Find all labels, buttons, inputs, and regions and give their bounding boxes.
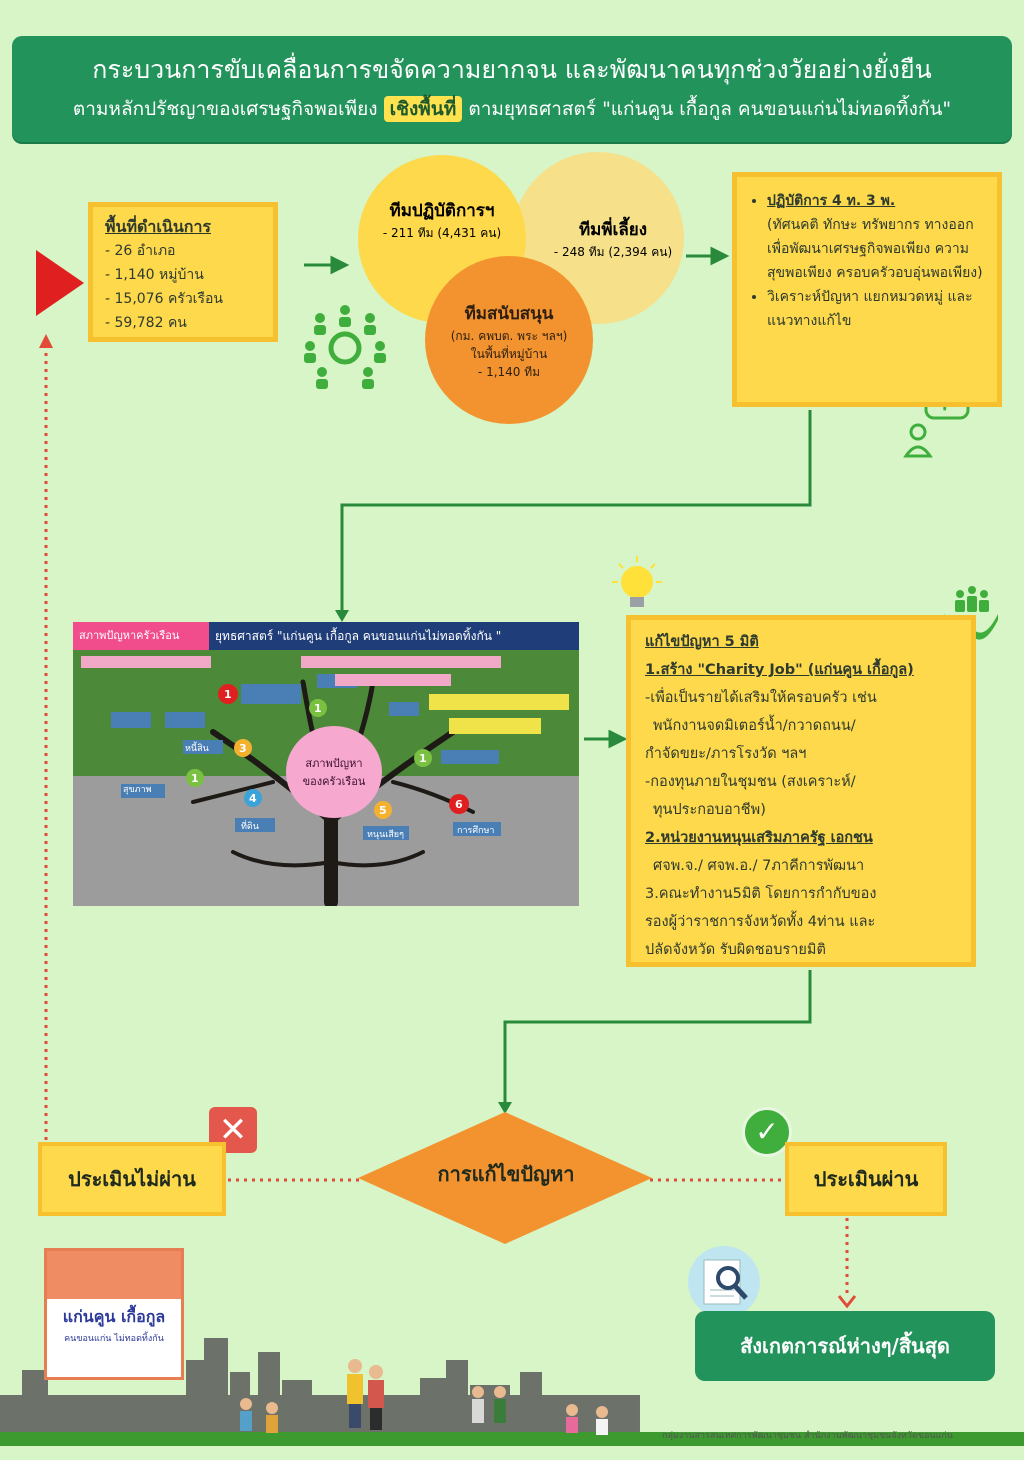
lightbulb-icon (612, 556, 662, 607)
tree-branch-label: สุขภาพ (123, 785, 152, 795)
tree-center-circle: สภาพปัญหา ของครัวเรือน (286, 726, 382, 818)
area-item: - 15,076 ครัวเรือน (105, 291, 223, 307)
solve-five-dimensions-box: แก้ไขปัญหา 5 มิติ 1.สร้าง "Charity Job" … (626, 615, 976, 967)
connector-solve-to-problem (503, 970, 812, 1104)
search-document-icon (688, 1246, 760, 1318)
svg-text:3: 3 (239, 742, 247, 755)
observe-end-box: สังเกตการณ์ห่างๆ/สิ้นสุด (695, 1311, 995, 1381)
operations-team-detail: - 211 ทีม (4,431 คน) (382, 225, 502, 240)
evaluation-fail-box: ประเมินไม่ผ่าน (38, 1142, 226, 1216)
mentor-team-title: ทีมพี่เลี้ยง (578, 219, 648, 240)
svg-text:5: 5 (379, 804, 387, 817)
svg-text:1: 1 (224, 688, 232, 701)
subtitle-pre: ตามหลักปรัชญาของเศรษฐกิจพอเพียง (72, 98, 378, 120)
practice-item-1: ปฏิบัติการ 4 ท. 3 พ. (ทัศนคติ ทักษะ ทรัพ… (767, 189, 985, 285)
support-team-circle: ทีมสนับสนุน (กม. คพบต. พระ ฯลฯ) ในพื้นที… (425, 256, 593, 424)
area-item: - 26 อำเภอ (105, 243, 176, 259)
solve-line: 1.สร้าง "Charity Job" (แก่นคูน เกื้อกูล) (645, 662, 914, 678)
household-problem-tree-image: สภาพปัญหาครัวเรือน ยุทธศาสตร์ "แก่นคูน เ… (73, 622, 579, 906)
mentor-team-circle: ทีมพี่เลี้ยง - 248 ทีม (2,394 คน) (512, 152, 684, 324)
support-team-line: (กม. คพบต. พระ ฯลฯ) (450, 328, 568, 343)
logo-roof (47, 1251, 181, 1299)
operations-team-title: ทีมปฏิบัติการฯ (389, 200, 495, 221)
svg-text:4: 4 (249, 792, 257, 805)
tree-branch-label: การศึกษา (457, 826, 495, 836)
svg-text:6: 6 (455, 798, 463, 811)
solve-line: กำจัดขยะ/ภารโรงวัด ฯลฯ (645, 746, 807, 762)
page-subtitle: ตามหลักปรัชญาของเศรษฐกิจพอเพียง เชิงพื้น… (12, 94, 1012, 124)
tree-strategy: ยุทธศาสตร์ "แก่นคูน เกื้อกูล คนขอนแก่นไม… (215, 629, 502, 643)
solve-line: ศจพ.จ./ ศจพ.อ./ 7ภาคีการพัฒนา (653, 858, 865, 874)
family-people-illustration (240, 1359, 608, 1435)
tree-center-line: สภาพปัญหา (305, 757, 363, 770)
problem-solving-label: การแก้ไขปัญหา (437, 1162, 575, 1186)
area-item: - 59,782 คน (105, 315, 187, 331)
retry-arrowhead (39, 334, 53, 348)
problem-diamond (358, 1112, 652, 1244)
area-title: พื้นที่ดำเนินการ (105, 217, 212, 236)
team-people-icon (304, 305, 386, 389)
close-icon: ✕ (209, 1107, 257, 1153)
connector-practice-to-tree (340, 410, 812, 612)
evaluation-pass-box: ประเมินผ่าน (785, 1142, 947, 1216)
page-header: กระบวนการขับเคลื่อนการขจัดความยากจน และพ… (12, 36, 1012, 142)
subtitle-highlight: เชิงพื้นที่ (383, 96, 463, 122)
tree-header: สภาพปัญหาครัวเรือน ยุทธศาสตร์ "แก่นคูน เ… (73, 622, 579, 650)
grass-strip (0, 1432, 1024, 1446)
tree-branch-label: ที่ดิน (241, 822, 259, 832)
footer-credit: กลุ่มงานสารสนเทศการพัฒนาชุมชน สำนักงานพั… (662, 1431, 953, 1441)
solve-title: แก้ไขปัญหา 5 มิติ (645, 634, 759, 650)
solve-line: 3.คณะทำงาน5มิติ โดยการกำกับของ (645, 886, 877, 902)
practice-box: ปฏิบัติการ 4 ท. 3 พ. (ทัศนคติ ทักษะ ทรัพ… (732, 172, 1002, 407)
support-team-line: ในพื้นที่หมู่บ้าน (470, 346, 548, 361)
mentor-team-detail: - 248 ทีม (2,394 คน) (553, 244, 673, 259)
kaenkoon-logo: แก่นคูน เกื้อกูล คนขอนแก่น ไม่ทอดทิ้งกัน (44, 1248, 184, 1380)
support-team-line: - 1,140 ทีม (477, 364, 541, 379)
solve-line: พนักงานจดมิเตอร์น้ำ/กวาดถนน/ (653, 718, 856, 734)
area-item: - 1,140 หมู่บ้าน (105, 267, 204, 283)
logo-title: แก่นคูน เกื้อกูล (62, 1307, 166, 1326)
solve-line: ทุนประกอบอาชีพ) (653, 802, 766, 818)
subtitle-post: ตามยุทธศาสตร์ "แก่นคูน เกื้อกูล คนขอนแก่… (468, 98, 952, 120)
tree-tag: สภาพปัญหาครัวเรือน (73, 622, 209, 650)
practice-item-1-body: (ทัศนคติ ทักษะ ทรัพยากร ทางออก เพื่อพัฒน… (767, 217, 983, 281)
svg-text:1: 1 (419, 752, 427, 765)
start-triangle (36, 250, 84, 316)
solve-line: -เพื่อเป็นรายได้เสริมให้ครอบครัว เช่น (645, 690, 877, 706)
tree-branch-label: หนี้สิน (185, 744, 209, 754)
support-team-title: ทีมสนับสนุน (464, 303, 554, 324)
logo-subtitle: คนขอนแก่น ไม่ทอดทิ้งกัน (64, 1334, 164, 1344)
solve-line: -กองทุนภายในชุมชน (สงเคราะห์/ (645, 774, 856, 790)
solve-line: รองผู้ว่าราชการจังหวัดทั้ง 4ท่าน และ (645, 914, 876, 930)
operation-area-box: พื้นที่ดำเนินการ - 26 อำเภอ - 1,140 หมู่… (88, 202, 278, 342)
svg-text:1: 1 (314, 702, 322, 715)
practice-item-2: วิเคราะห์ปัญหา แยกหมวดหมู่ และแนวทางแก้ไ… (767, 285, 985, 333)
tree-branch-label: หนุนเสียๆ (367, 830, 404, 840)
practice-item-1-title: ปฏิบัติการ 4 ท. 3 พ. (767, 193, 896, 209)
check-icon: ✓ (742, 1107, 792, 1157)
svg-text:1: 1 (191, 772, 199, 785)
page-title: กระบวนการขับเคลื่อนการขจัดความยากจน และพ… (92, 55, 932, 84)
solve-line: 2.หน่วยงานหนุนเสริมภาครัฐ เอกชน (645, 830, 873, 846)
solve-line: ปลัดจังหวัด รับผิดชอบรายมิติ (645, 942, 826, 958)
tree-center-line: ของครัวเรือน (302, 775, 366, 788)
